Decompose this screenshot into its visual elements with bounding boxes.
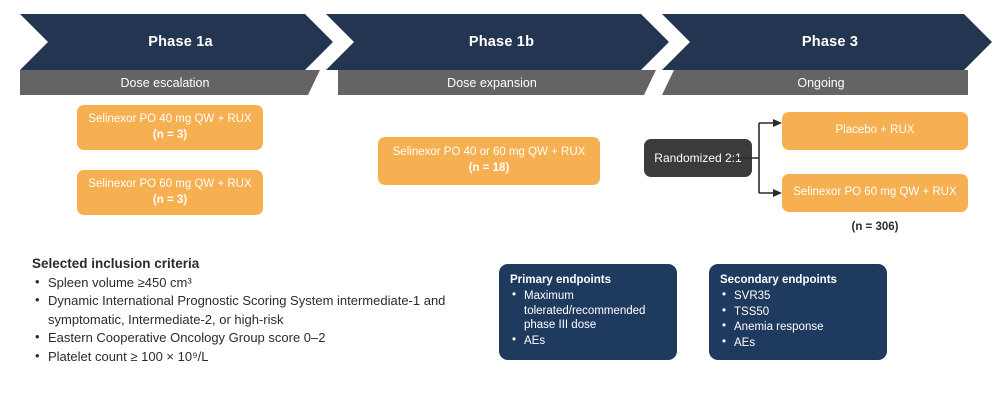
secondary-endpoints-heading: Secondary endpoints	[720, 274, 837, 286]
phase-1b-arm-1-treatment: Selinexor PO 40 or 60 mg QW + RUX	[392, 146, 586, 159]
phase-1a-chevron	[20, 14, 333, 70]
inclusion-criteria-heading: Selected inclusion criteria	[32, 256, 200, 271]
secondary-endpoint-2: TSS50	[734, 305, 770, 318]
phase-1a-arm-1-n: (n = 3)	[152, 128, 188, 141]
list-item: Platelet count ≥ 100 × 10⁹/L	[32, 347, 502, 366]
phase-3-status: Ongoing	[797, 76, 845, 90]
phase-1a-arm-1: Selinexor PO 40 mg QW + RUX (n = 3)	[77, 105, 263, 150]
phase-3-n: (n = 306)	[851, 221, 899, 233]
phase-1a-arm-2-treatment: Selinexor PO 60 mg QW + RUX	[88, 177, 252, 190]
list-item: Eastern Cooperative Oncology Group score…	[32, 328, 502, 347]
phase-1b-arm-1-n: (n = 18)	[468, 162, 510, 174]
phase-3-branch-selinexor: Selinexor PO 60 mg QW + RUX	[782, 174, 968, 212]
phase-1b-status: Dose expansion	[447, 76, 537, 90]
phase-1a-title: Phase 1a	[148, 34, 213, 50]
randomization-label: Randomized 2:1	[654, 151, 742, 165]
list-item: TSS50	[720, 304, 877, 320]
phase-3-branch-placebo: Placebo + RUX	[782, 112, 968, 150]
phase-1a-status: Dose escalation	[120, 76, 210, 90]
inclusion-criteria: Selected inclusion criteria Spleen volum…	[32, 256, 502, 366]
phase-1b-arm-1: Selinexor PO 40 or 60 mg QW + RUX (n = 1…	[378, 137, 600, 185]
list-item: Maximum tolerated/recommended phase III …	[510, 288, 667, 333]
primary-endpoints-panel: Primary endpoints Maximum tolerated/reco…	[499, 264, 677, 360]
phase-3-branch-selinexor-treatment: Selinexor PO 60 mg QW + RUX	[793, 186, 957, 199]
randomization-connector	[735, 119, 782, 197]
phase-1b-status-bar	[338, 70, 656, 95]
primary-endpoint-1: Maximum tolerated/recommended phase III …	[524, 289, 646, 332]
arrow-head-bottom-icon	[773, 189, 782, 197]
phase-3-chevron	[662, 14, 992, 70]
list-item: AEs	[510, 333, 667, 349]
primary-endpoints-heading: Primary endpoints	[510, 274, 611, 286]
list-item: Dynamic International Prognostic Scoring…	[32, 291, 502, 329]
arrow-head-top-icon	[773, 119, 782, 127]
secondary-endpoints-list: SVR35 TSS50 Anemia response AEs	[720, 288, 877, 351]
secondary-endpoint-4: AEs	[734, 337, 756, 350]
phase-band-shapes	[20, 14, 992, 95]
list-item: SVR35	[720, 288, 877, 304]
phase-1a-status-bar	[20, 70, 320, 95]
phase-1a-arm-2-n: (n = 3)	[152, 193, 188, 206]
phase-1a-arm-2: Selinexor PO 60 mg QW + RUX (n = 3)	[77, 170, 263, 215]
phase-1b-chevron	[326, 14, 669, 70]
phase-1a-arm-1-treatment: Selinexor PO 40 mg QW + RUX	[88, 112, 252, 125]
inclusion-item-2: Dynamic International Prognostic Scoring…	[48, 293, 446, 327]
randomization-box: Randomized 2:1	[644, 139, 752, 177]
primary-endpoint-2: AEs	[524, 335, 546, 348]
inclusion-criteria-list: Spleen volume ≥450 cm³ Dynamic Internati…	[32, 273, 502, 366]
list-item: Spleen volume ≥450 cm³	[32, 273, 502, 292]
inclusion-item-1: Spleen volume ≥450 cm³	[48, 275, 192, 290]
phase-3-branch-placebo-treatment: Placebo + RUX	[835, 124, 915, 137]
phase-1b-title: Phase 1b	[468, 34, 535, 50]
secondary-endpoints-panel: Secondary endpoints SVR35 TSS50 Anemia r…	[709, 264, 887, 360]
secondary-endpoint-3: Anemia response	[734, 321, 824, 334]
phase-band: Phase 1a Phase 1b Phase 3 Dose escalatio…	[0, 0, 1000, 100]
inclusion-item-3: Eastern Cooperative Oncology Group score…	[48, 330, 326, 346]
list-item: Anemia response	[720, 319, 877, 335]
primary-endpoints-list: Maximum tolerated/recommended phase III …	[510, 288, 667, 349]
list-item: AEs	[720, 335, 877, 351]
phase-3-status-bar	[662, 70, 968, 95]
phase-3-title: Phase 3	[801, 34, 859, 50]
secondary-endpoint-1: SVR35	[734, 289, 771, 302]
inclusion-item-4: Platelet count ≥ 100 × 10⁹/L	[48, 348, 209, 364]
